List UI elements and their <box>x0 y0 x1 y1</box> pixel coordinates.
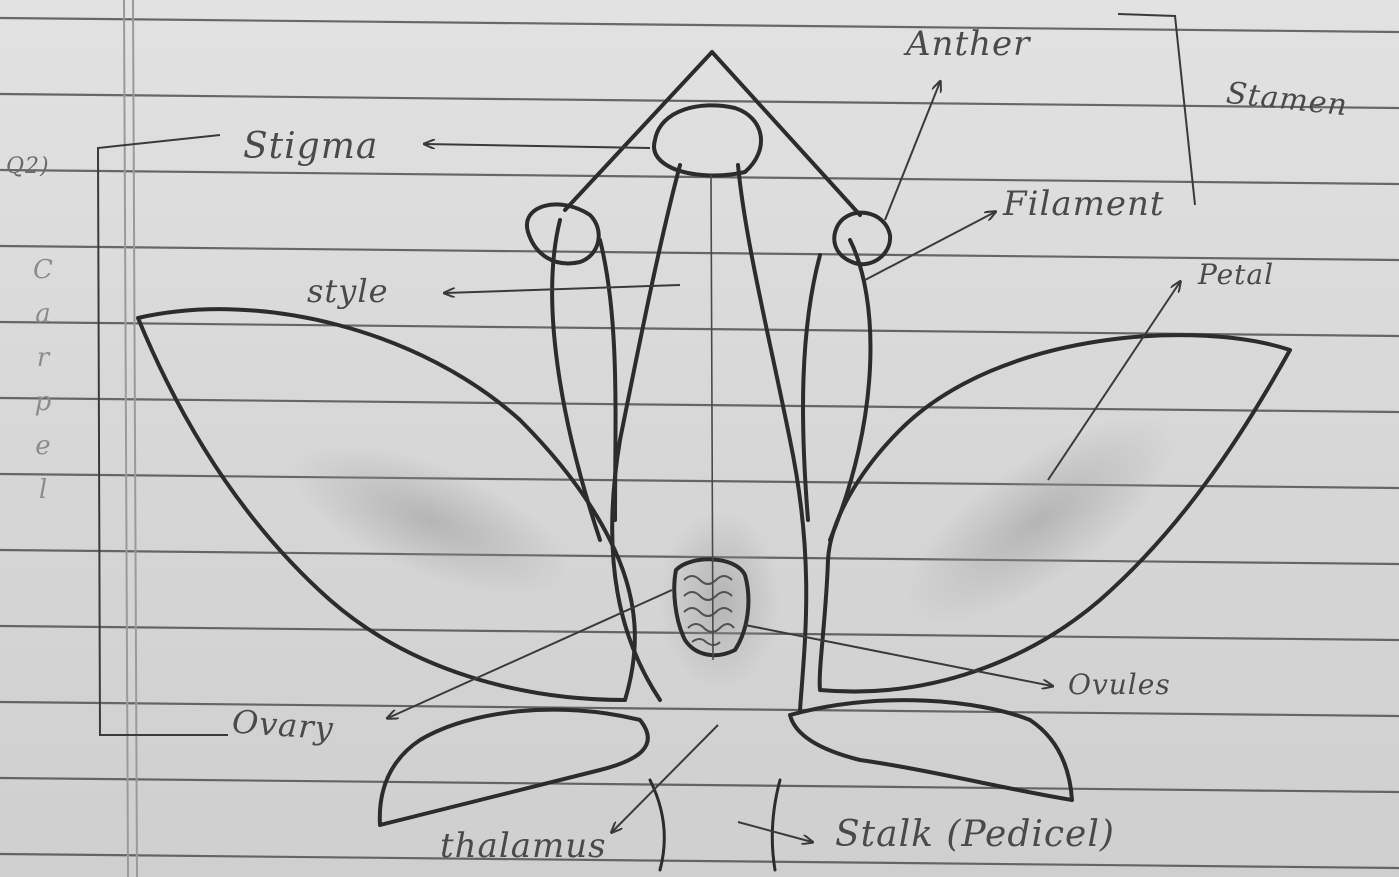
label-thalamus: thalamus <box>440 826 607 866</box>
bracket-stamen <box>1118 14 1195 205</box>
label-stigma: Stigma <box>243 126 378 167</box>
question-number: Q2) <box>6 154 50 179</box>
label-ovules: Ovules <box>1068 668 1171 701</box>
label-ovary: Ovary <box>231 702 335 747</box>
ruled-line <box>0 170 1399 184</box>
arrow-stalk <box>738 822 812 842</box>
ruled-line <box>0 702 1399 716</box>
bracket-carpel <box>98 135 228 735</box>
petal-lower-left <box>380 710 648 825</box>
stamen-right <box>803 240 870 540</box>
carpel-letter: r <box>37 346 49 370</box>
carpel-letter: e <box>35 434 50 458</box>
label-petal: Petal <box>1198 258 1274 291</box>
label-filament: Filament <box>1003 184 1165 224</box>
carpel-letter: p <box>35 390 52 414</box>
ruled-line <box>0 474 1399 488</box>
stigma-shape <box>654 105 761 175</box>
carpel-letter: C <box>33 258 53 282</box>
label-style: style <box>307 272 389 310</box>
sepal-outline <box>565 52 860 215</box>
arrow-style <box>445 285 680 293</box>
ruled-line <box>0 778 1399 792</box>
ruled-line <box>0 854 1399 868</box>
carpel-letter: l <box>39 478 47 502</box>
arrow-ovary <box>388 590 672 718</box>
ruled-line <box>0 398 1399 412</box>
anther-left <box>527 204 599 263</box>
stalk-shape <box>650 780 780 870</box>
label-stalk-pedicel: Stalk (Pedicel) <box>835 814 1115 855</box>
anther-right <box>834 213 890 265</box>
ruled-line <box>0 246 1399 260</box>
arrow-thalamus <box>612 725 718 832</box>
carpel-letter: a <box>35 302 51 326</box>
stamen-left <box>552 220 615 540</box>
arrow-stigma <box>425 144 650 148</box>
label-anther: Anther <box>906 24 1030 64</box>
label-carpel-vertical: C a r p e l <box>28 258 58 502</box>
margin-line <box>124 0 128 877</box>
petal-lower-right <box>790 700 1072 800</box>
ruled-line <box>0 18 1399 32</box>
margin-line <box>133 0 137 877</box>
